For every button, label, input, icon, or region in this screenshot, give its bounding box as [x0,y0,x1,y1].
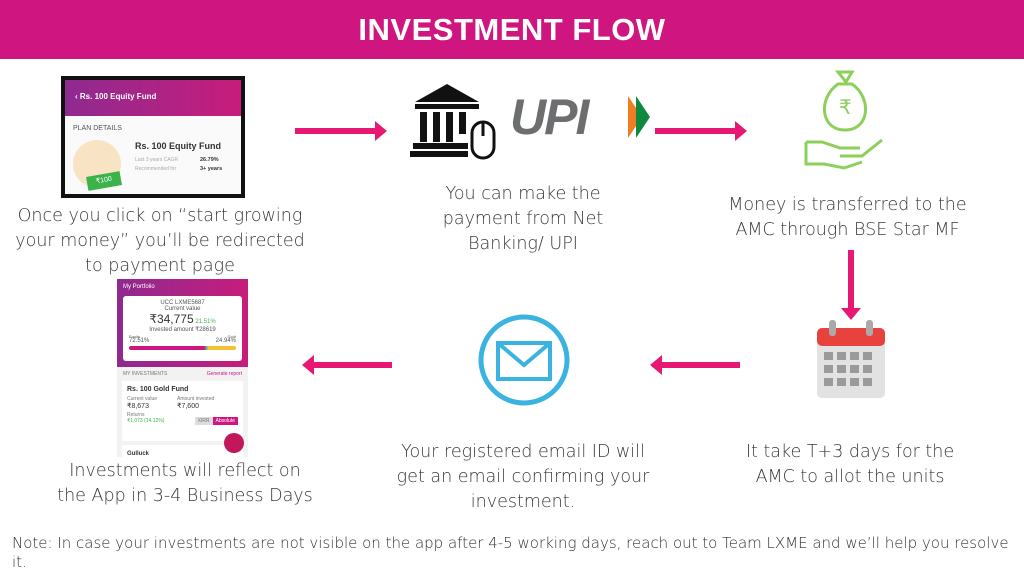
allocation-bar [129,346,236,350]
equity-label: Equity [129,334,141,339]
page-title: INVESTMENT FLOW [0,0,1024,59]
caption-line: It take T+3 days for the [745,442,955,462]
step5-caption: Your registered email ID will get an ema… [378,440,668,515]
caption-line: Investments will reflect on [69,461,301,481]
plan-section-label: PLAN DETAILS [73,125,122,132]
arrow-right-2 [655,121,747,141]
portfolio-screenshot: My Portfolio UCC LXME5687 Current value … [117,279,248,457]
caption-line: Banking/ UPI [468,234,578,254]
plan-fund-name: Rs. 100 Equity Fund [135,141,222,151]
calendar-icon [817,320,885,398]
ai-label: Amount invested [177,396,215,402]
caption-line: the App in 3-4 Business Days [57,486,313,506]
upi-logo: UPI [510,89,589,145]
caption-line: Once you click on “start growing [17,206,303,226]
arrow-right-1 [295,121,387,141]
ucc: UCC LXME5687 [160,300,205,306]
caption-line: Your registered email ID will [401,442,645,462]
caption-line: Money is transferred to the [728,195,967,215]
bank-icon [410,84,496,160]
invested: Invested amount ₹28619 [149,327,216,333]
next-fund: Gulluck [122,445,243,457]
rec-label: Recommended for [135,166,177,172]
caption-line: to payment page [85,256,235,276]
arrow-left-1 [650,355,740,375]
ai-value: ₹7,600 [177,403,199,410]
portfolio-card: UCC LXME5687 Current value ₹34,775 21.51… [123,296,242,361]
step1-caption: Once you click on “start growing your mo… [0,204,320,279]
absolute-button[interactable]: Absolute [212,417,238,425]
plan-back-text: Rs. 100 Equity Fund [79,92,157,101]
xirr-button[interactable]: XIRR [194,417,213,425]
cagr-value: 26.79% [200,157,219,163]
portfolio-title: My Portfolio [123,284,155,290]
avatar[interactable] [224,433,244,453]
gain: 21.51% [195,319,216,325]
arrow-left-2 [302,355,392,375]
caption-line: AMC through BSE Star MF [735,220,960,240]
caption-line: your money” you’ll be redirected [15,231,305,251]
rec-value: 3+ years [200,166,223,172]
step6-caption: Investments will reflect on the App in 3… [35,459,335,509]
cv-label: Current value [127,396,158,402]
caption-line: You can make the [445,184,601,204]
cagr-label: Last 3 years CAGR [135,157,179,163]
plan-cagr-row: Last 3 years CAGR 26.79% [135,157,241,163]
gold-label: Gold [227,334,236,339]
arrow-down [841,250,861,320]
upi-arrows-icon [628,96,650,138]
gold-value: 24.94% [215,338,236,344]
current-label: Current value [164,306,201,312]
plan-back-title: ‹ Rs. 100 Equity Fund [65,80,241,116]
email-icon [478,314,570,406]
caption-line: AMC to allot the units [755,467,945,487]
caption-line: payment from Net [442,209,604,229]
cv-value: ₹8,673 [127,403,149,410]
fund-card: Rs. 100 Gold Fund Current value₹8,673 Am… [122,381,243,441]
caption-line: get an email confirming your [396,467,650,487]
footer-note: Note: In case your investments are not v… [12,534,1009,571]
current-value: ₹34,775 [149,312,194,326]
equity-value: 72.51% [129,338,150,344]
step3-caption: Money is transferred to the AMC through … [710,193,985,243]
money-hand-icon: ₹ [804,70,883,170]
fund-name: Rs. 100 Gold Fund [127,386,189,393]
report-link[interactable]: Generate report [206,371,242,377]
investments-label: MY INVESTMENTS [123,371,168,377]
caption-line: investment. [470,492,576,512]
svg-text:₹: ₹ [839,95,852,119]
plan-details-screenshot: ‹ Rs. 100 Equity Fund PLAN DETAILS ₹100 … [61,76,245,198]
plan-rec-row: Recommended for 3+ years [135,166,241,172]
step2-caption: You can make the payment from Net Bankin… [403,182,643,257]
returns-value: ₹1,073 (14.12%) [127,418,165,424]
returns-label: Returns [127,412,145,418]
step4-caption: It take T+3 days for the AMC to allot th… [720,440,980,490]
